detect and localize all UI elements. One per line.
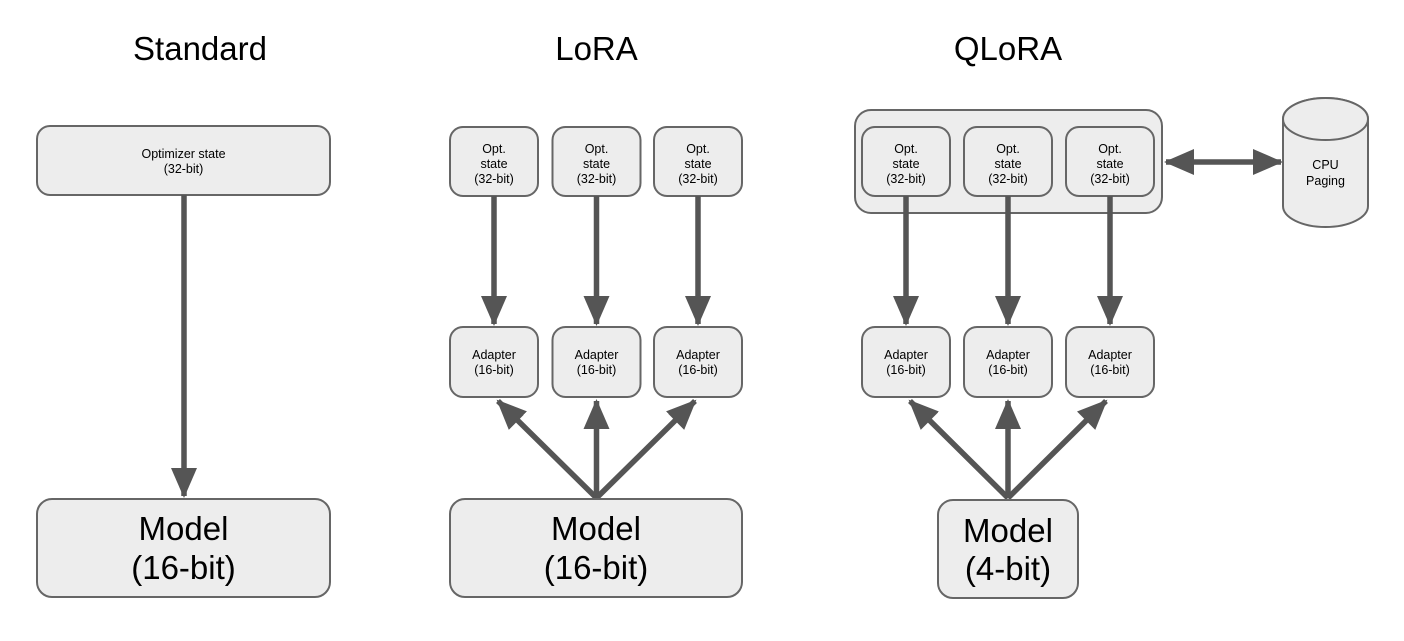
lora-adapter-2-line2: (16-bit): [577, 363, 617, 377]
lora-model-label-line1: Model: [551, 510, 641, 547]
lora-model-box: [449, 498, 743, 598]
lora-opt-state-3-line1: Opt.: [686, 142, 710, 156]
standard-model-box: [36, 498, 331, 598]
qlora-opt-state-2-line2: state: [994, 157, 1021, 171]
lora-adapter-box-1: [449, 326, 539, 398]
qlora-model-label-line2: (4-bit): [965, 550, 1051, 587]
qlora-adapter-2-line1: Adapter: [986, 348, 1030, 362]
qlora-model-box: [937, 499, 1079, 599]
qlora-adapter-3-line1: Adapter: [1088, 348, 1132, 362]
lora-opt-state-2-line1: Opt.: [585, 142, 609, 156]
standard-model-label-line2: (16-bit): [131, 549, 236, 586]
qlora-column: QLoRA Opt. state (32-bit) Opt. state (32…: [854, 30, 1369, 599]
qlora-opt-state-1-line1: Opt.: [894, 142, 918, 156]
lora-adapter-3-line2: (16-bit): [678, 363, 718, 377]
qlora-opt-state-1-line2: state: [892, 157, 919, 171]
lora-adapter-3-line1: Adapter: [676, 348, 720, 362]
qlora-opt-state-2-line3: (32-bit): [988, 172, 1028, 186]
qlora-adapter-2-line2: (16-bit): [988, 363, 1028, 377]
standard-optimizer-state-label-line2: (32-bit): [164, 162, 204, 176]
qlora-title: QLoRA: [954, 30, 1062, 67]
lora-adapter-1-line2: (16-bit): [474, 363, 514, 377]
cpu-paging-label-line2: Paging: [1306, 174, 1345, 188]
standard-model-label-line1: Model: [139, 510, 229, 547]
qlora-model-to-adapter-arrow-1: [908, 399, 1010, 500]
qlora-model-to-adapter-arrow-3: [1006, 399, 1108, 500]
lora-model-label-line2: (16-bit): [544, 549, 649, 586]
qlora-model-label-line1: Model: [963, 512, 1053, 549]
cpu-paging-label-line1: CPU: [1312, 158, 1338, 172]
qlora-opt-state-2-line1: Opt.: [996, 142, 1020, 156]
lora-opt-state-3-line2: state: [684, 157, 711, 171]
standard-title: Standard: [133, 30, 267, 67]
lora-adapter-1-line1: Adapter: [472, 348, 516, 362]
lora-adapter-2-line1: Adapter: [575, 348, 619, 362]
standard-optimizer-state-label-line1: Optimizer state: [141, 147, 225, 161]
lora-model-to-adapter-arrow-3: [594, 399, 697, 500]
lora-model-to-adapter-arrow-1: [496, 399, 599, 500]
qlora-opt-state-3-line2: state: [1096, 157, 1123, 171]
lora-opt-state-1-line3: (32-bit): [474, 172, 514, 186]
lora-opt-state-3-line3: (32-bit): [678, 172, 718, 186]
standard-column: Standard Optimizer state (32-bit) Model …: [36, 30, 331, 598]
lora-opt-state-1-line1: Opt.: [482, 142, 506, 156]
lora-adapter-box-2: [551, 326, 642, 398]
qlora-adapter-box-2: [963, 326, 1053, 398]
cpu-paging-cylinder-top: [1282, 97, 1369, 141]
qlora-adapter-1-line2: (16-bit): [886, 363, 926, 377]
qlora-adapter-box-3: [1065, 326, 1155, 398]
qlora-adapter-1-line1: Adapter: [884, 348, 928, 362]
qlora-opt-state-3-line3: (32-bit): [1090, 172, 1130, 186]
qlora-adapter-box-1: [861, 326, 951, 398]
lora-opt-state-2-line2: state: [583, 157, 610, 171]
qlora-adapter-3-line2: (16-bit): [1090, 363, 1130, 377]
lora-column: LoRA Opt. state (32-bit) Opt. state (32-…: [449, 30, 743, 598]
lora-opt-state-1-line2: state: [480, 157, 507, 171]
qlora-opt-state-3-line1: Opt.: [1098, 142, 1122, 156]
lora-title: LoRA: [555, 30, 638, 67]
lora-opt-state-2-line3: (32-bit): [577, 172, 617, 186]
qlora-opt-state-1-line3: (32-bit): [886, 172, 926, 186]
lora-adapter-box-3: [653, 326, 743, 398]
